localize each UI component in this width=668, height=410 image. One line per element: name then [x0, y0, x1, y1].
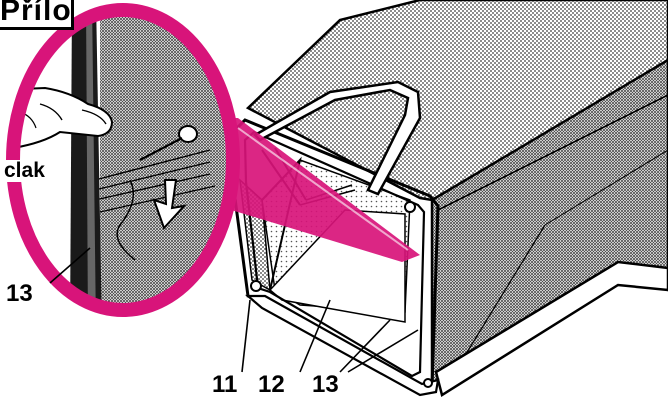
- callout-11: 11: [212, 371, 238, 398]
- callout-13-detail: 13: [6, 280, 33, 307]
- bag-handle: [252, 80, 422, 196]
- callout-12: 12: [258, 371, 285, 398]
- grass-bag: [230, 0, 668, 397]
- header-label: Příloha: [0, 0, 74, 30]
- leader-lines: [49, 247, 419, 373]
- callout-13: 13: [312, 371, 339, 398]
- sound-annotation: clak: [2, 159, 47, 182]
- magnifier-beam: [205, 118, 420, 262]
- arrow-down-icon: [152, 179, 187, 230]
- bag-top-panel: [245, 0, 668, 202]
